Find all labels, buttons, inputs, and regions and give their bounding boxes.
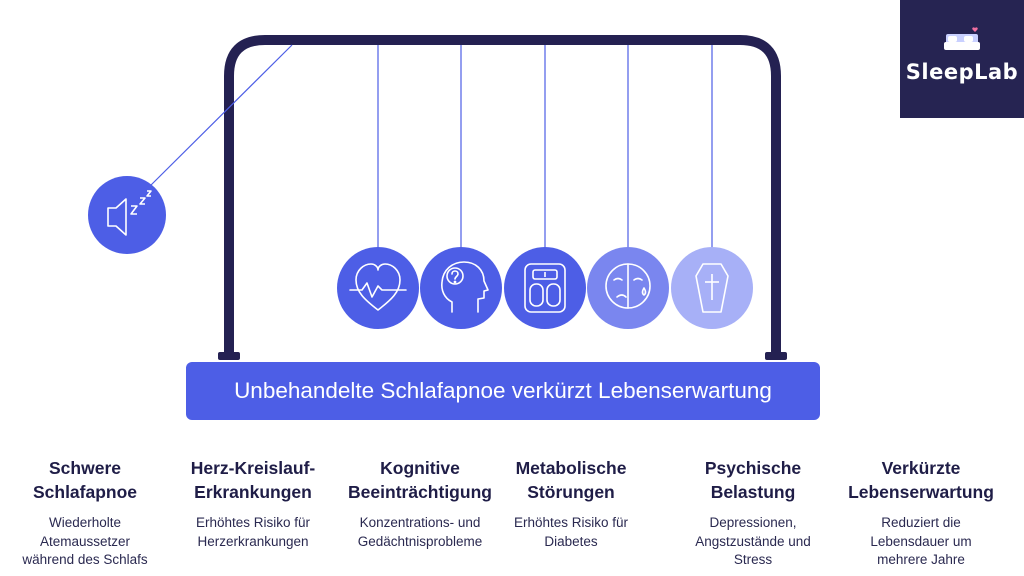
column-metabolic: Metabolische Störungen Erhöhtes Risiko f… xyxy=(486,456,656,551)
column-cardiovascular: Herz-Kreislauf- Erkrankungen Erhöhtes Ri… xyxy=(168,456,338,551)
column-description: Wiederholte Atemaussetzer während des Sc… xyxy=(22,515,148,567)
column-severe-apnea: Schwere Schlafapnoe Wiederholte Atemauss… xyxy=(0,456,170,570)
snoring-speaker-icon xyxy=(107,190,152,236)
column-title: Schwere Schlafapnoe xyxy=(32,458,138,502)
pendulum-string-1 xyxy=(145,44,293,191)
coffin-cross-icon xyxy=(695,263,729,313)
ball-sad-face xyxy=(587,247,669,329)
ball-head xyxy=(420,247,502,329)
bed-heart-icon xyxy=(944,27,980,50)
column-title: Herz-Kreislauf- Erkrankungen xyxy=(190,458,316,502)
ball-heart xyxy=(337,247,419,329)
frame-foot-right xyxy=(765,352,787,360)
column-description: Erhöhtes Risiko für Diabetes xyxy=(513,515,629,549)
weighing-scale-icon xyxy=(524,263,566,313)
logo-text: SleepLab xyxy=(905,60,1019,84)
column-psychological: Psychische Belastung Depressionen, Angst… xyxy=(668,456,838,570)
sleeplab-logo[interactable]: SleepLab xyxy=(900,0,1024,118)
column-title: Verkürzte Lebenserwartung xyxy=(848,458,994,502)
column-description: Reduziert die Lebensdauer um mehrere Jah… xyxy=(870,515,972,567)
column-title: Metabolische Störungen xyxy=(515,458,627,502)
sad-face-tear-icon xyxy=(605,263,651,309)
ball-snoring xyxy=(88,176,166,254)
head-question-icon xyxy=(441,261,489,313)
column-title: Kognitive Beeinträchtigung xyxy=(348,458,492,502)
headline-banner: Unbehandelte Schlafapnoe verkürzt Lebens… xyxy=(186,362,820,420)
ball-scale xyxy=(504,247,586,329)
column-description: Erhöhtes Risiko für Herzerkrankungen xyxy=(195,515,311,549)
cradle-frame xyxy=(224,35,781,356)
column-description: Konzentrations- und Gedächtnisprobleme xyxy=(357,515,483,549)
heart-pulse-icon xyxy=(349,263,407,311)
column-life-expectancy: Verkürzte Lebenserwartung Reduziert die … xyxy=(836,456,1006,570)
column-description: Depressionen, Angstzustände und Stress xyxy=(695,515,811,567)
ball-coffin xyxy=(671,247,753,329)
column-cognitive: Kognitive Beeinträchtigung Konzentration… xyxy=(335,456,505,551)
column-title: Psychische Belastung xyxy=(704,458,802,502)
frame-foot-left xyxy=(218,352,240,360)
